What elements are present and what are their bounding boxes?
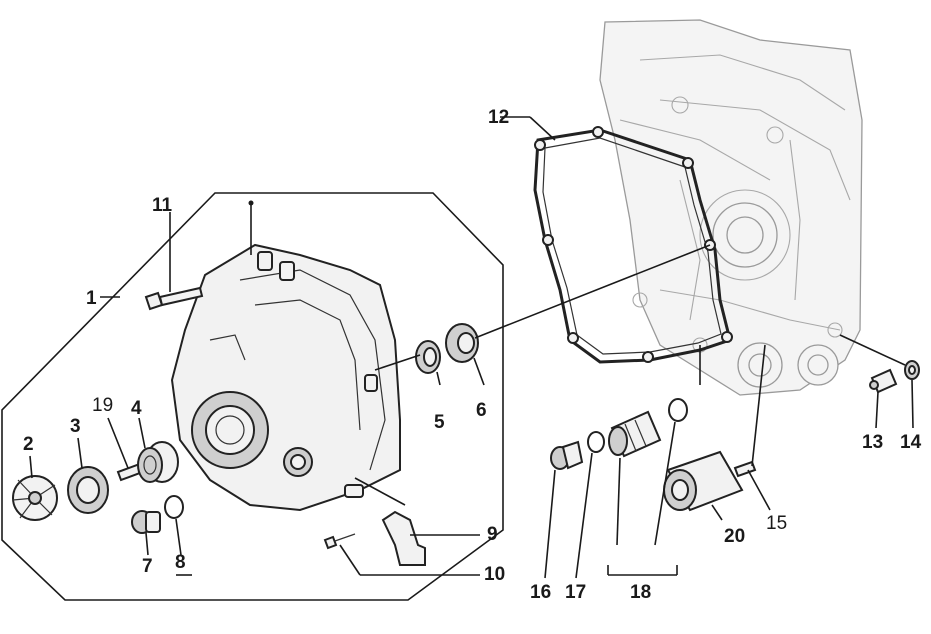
callout-16: 16: [530, 582, 551, 603]
impeller-part-2: [12, 475, 58, 521]
callout-8: 8: [175, 552, 186, 573]
side-cover-part: [170, 243, 401, 512]
filter-part-18: [608, 398, 688, 458]
callout-9: 9: [487, 524, 498, 545]
leader-lines: [29, 116, 914, 579]
callout-18: 18: [630, 582, 651, 603]
bolt-part-11: [144, 286, 204, 311]
callout-labels: 1 2 3 4 5 6 7 8 9 10 11 12 13 14 15 16 1…: [23, 107, 922, 603]
callout-12: 12: [488, 107, 509, 128]
callout-10: 10: [484, 564, 505, 585]
callout-6: 6: [476, 400, 487, 421]
bracket-part-9: [381, 510, 426, 566]
callout-20: 20: [724, 526, 745, 547]
o-ring-part-8: [164, 495, 184, 519]
screw-part-10: [323, 533, 356, 550]
plug-part-16: [550, 440, 584, 470]
callout-2: 2: [23, 434, 34, 455]
plug-part-7: [131, 510, 161, 534]
bearing-part-6: [445, 323, 479, 363]
engine-crankcase-illustration: [599, 19, 863, 396]
callout-17: 17: [565, 582, 586, 603]
callout-5: 5: [434, 412, 445, 433]
assembly-frame: [1, 192, 504, 601]
bearing-part-4: [137, 441, 179, 483]
callout-19: 19: [92, 395, 113, 416]
sender-part-20: [663, 450, 757, 512]
o-ring-part-17: [587, 431, 605, 453]
callout-1: 1: [86, 288, 97, 309]
callout-7: 7: [142, 556, 153, 577]
gasket-part: [533, 126, 733, 364]
fitting-part-13: [869, 368, 898, 394]
callout-15: 15: [766, 513, 787, 534]
seal-part-3: [67, 466, 109, 514]
washer-part-14: [904, 360, 920, 380]
callout-14: 14: [900, 432, 922, 453]
callout-11: 11: [152, 195, 173, 216]
callout-3: 3: [70, 416, 81, 437]
callout-13: 13: [862, 432, 883, 453]
seal-part-5: [415, 340, 441, 374]
callout-4: 4: [131, 398, 142, 419]
